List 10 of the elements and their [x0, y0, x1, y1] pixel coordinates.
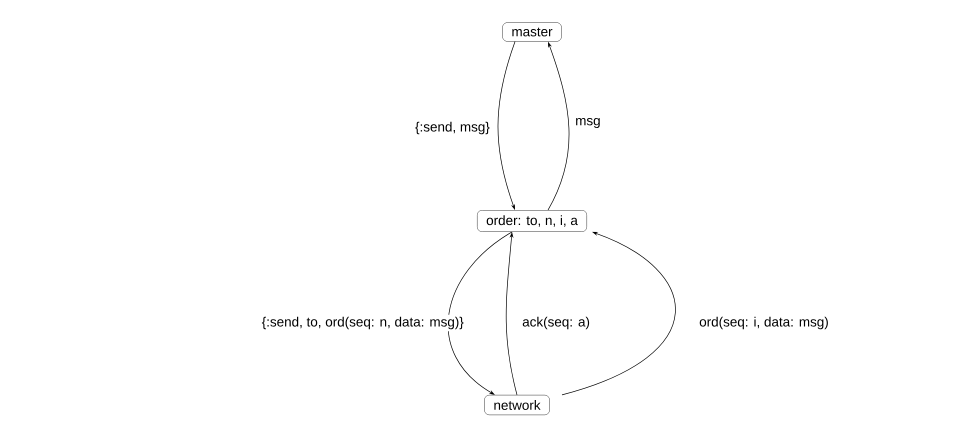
arrow: [562, 232, 676, 396]
state-box: master: [502, 22, 562, 42]
edge-label: {:send, msg}: [413, 120, 492, 136]
state-box: order: to, n, i, a: [477, 210, 588, 232]
edge-label: ord(seq: i, data: msg): [697, 314, 831, 332]
edge-label: {:send, to, ord(seq: n, data: msg)}: [260, 314, 466, 332]
arrow: [448, 232, 512, 395]
state-box: network: [484, 394, 550, 416]
edge-label: msg: [573, 116, 603, 130]
edge-label: ack(seq: a): [520, 314, 592, 332]
